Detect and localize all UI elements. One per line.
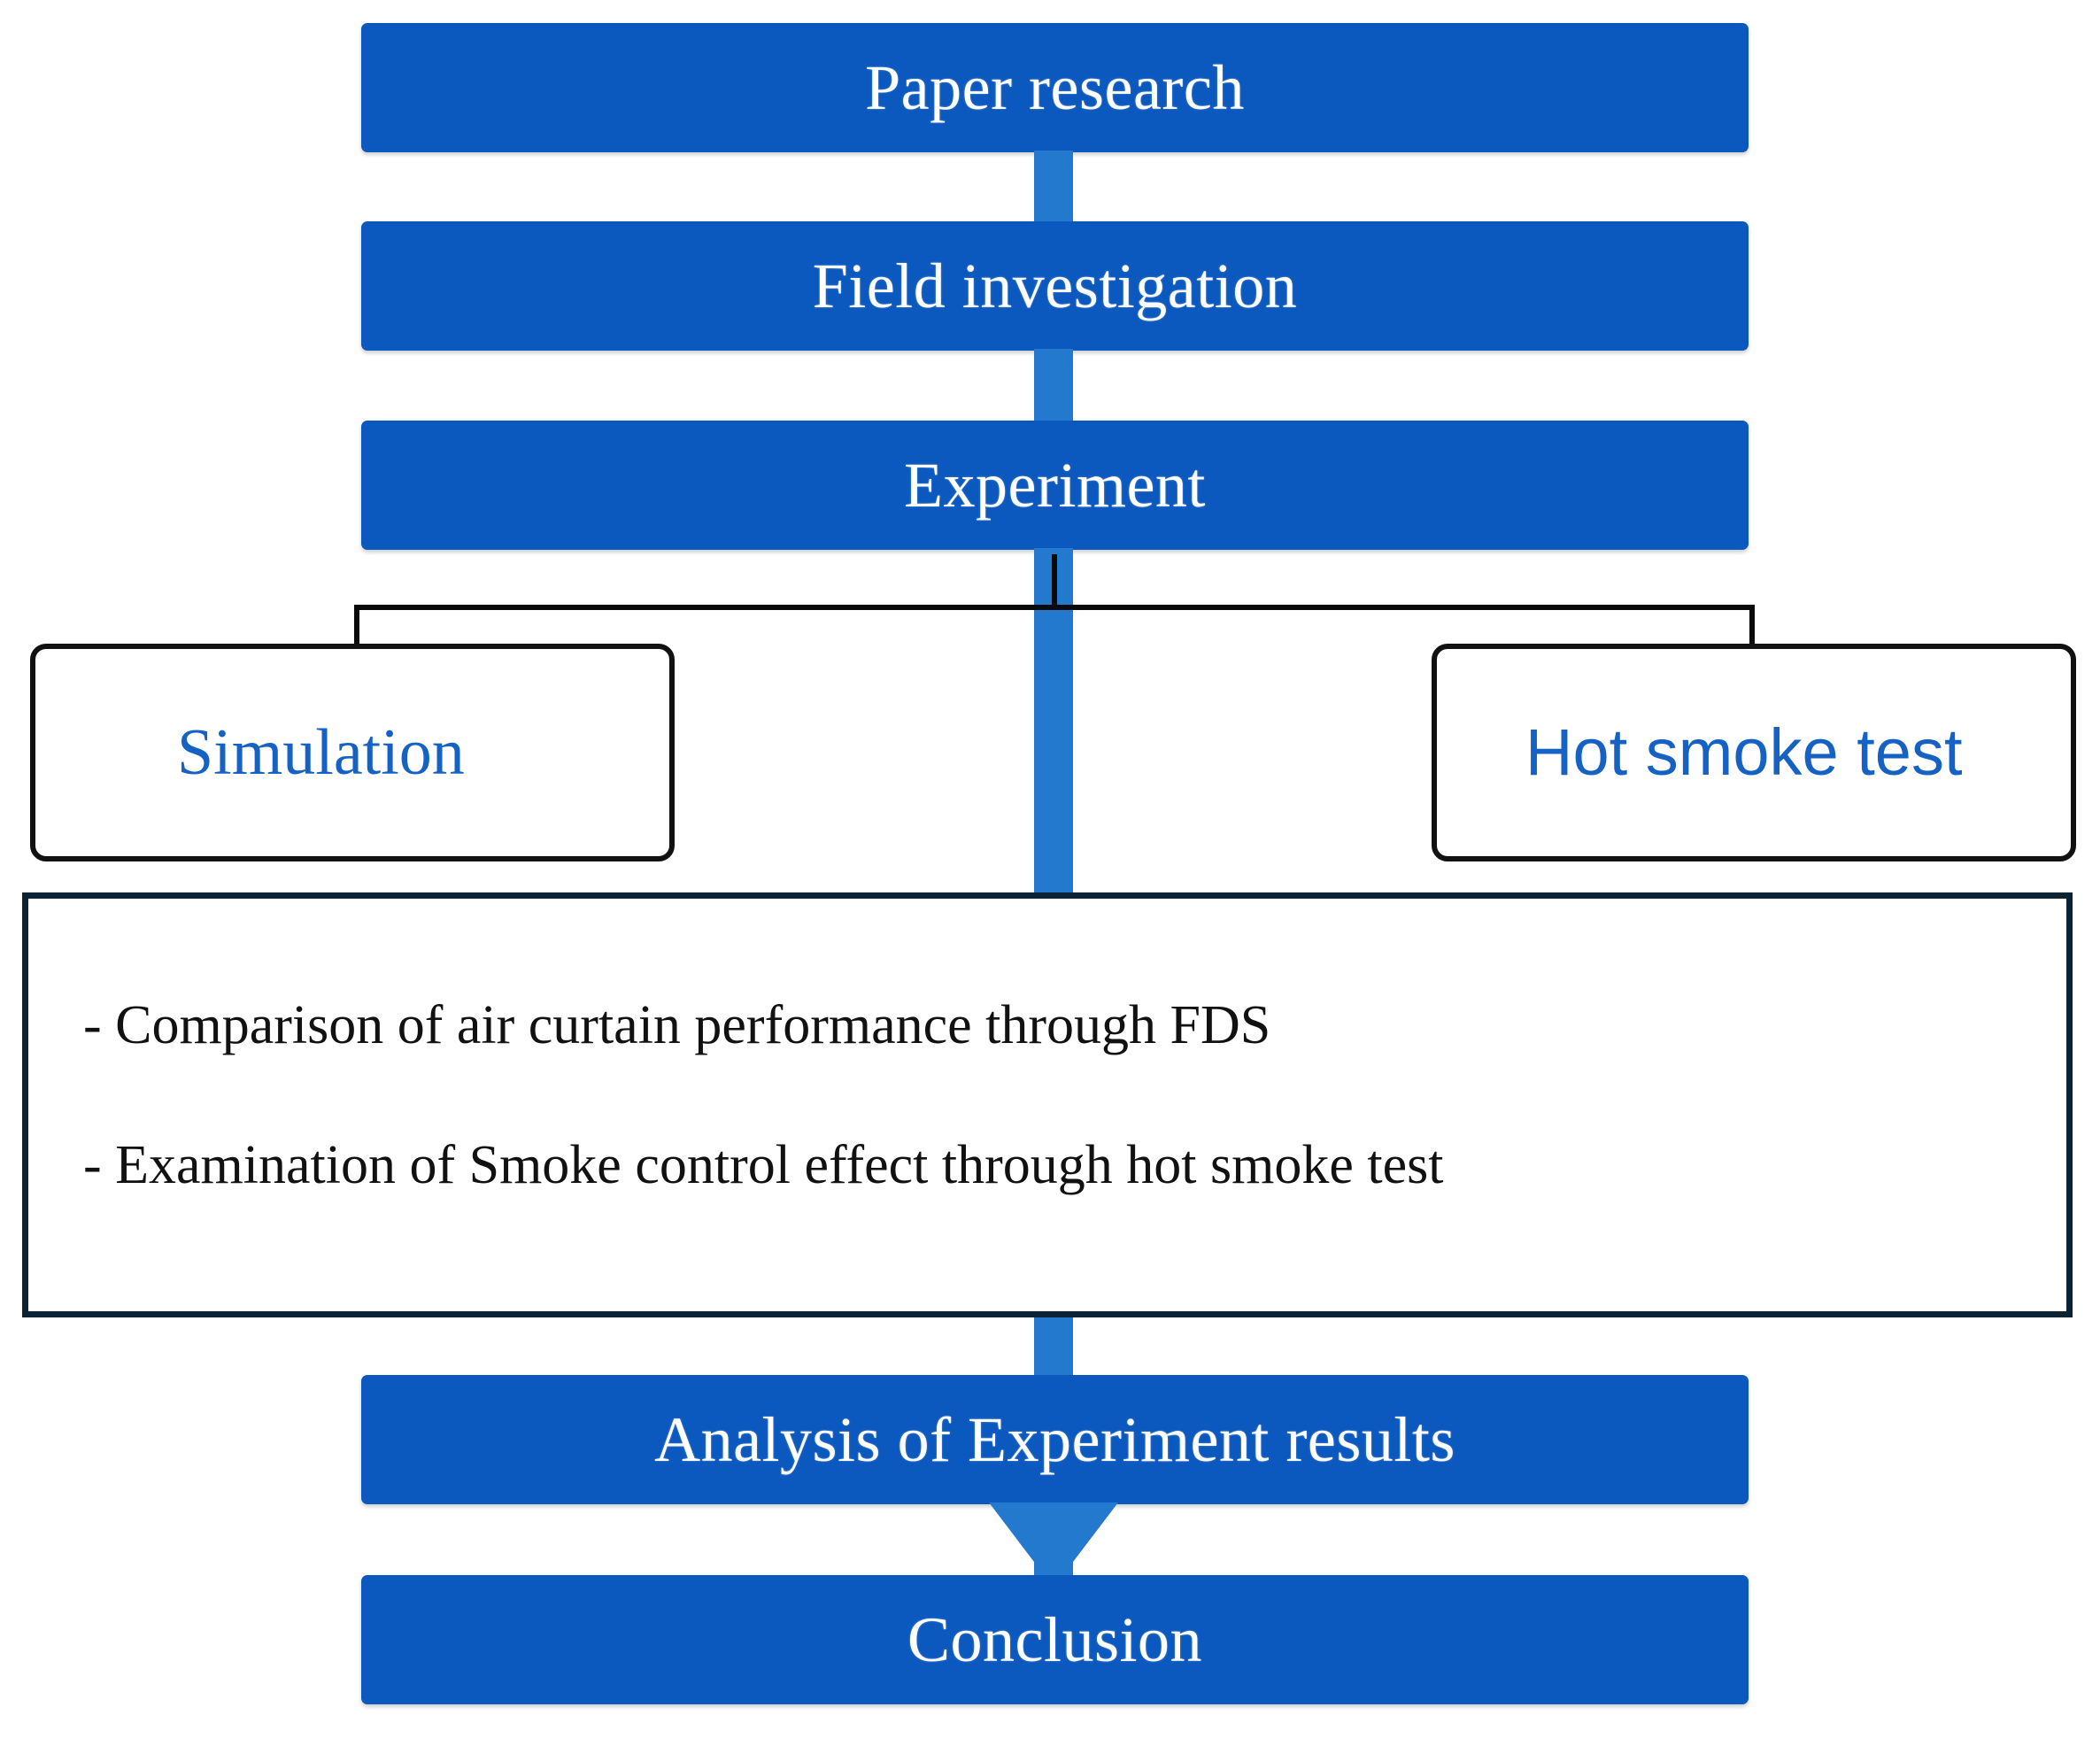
bracket-drop-left [354,605,359,647]
branch-box-hot-smoke-test-label: Hot smoke test [1525,715,1963,789]
branch-box-simulation-label: Simulation [177,716,465,789]
process-box-paper-research-label: Paper research [865,52,1245,123]
process-box-field-investigation[interactable]: Field investigation [361,221,1749,351]
connector-paper-research-to-field-investigation [1034,151,1073,225]
process-box-experiment-label: Experiment [904,450,1206,521]
process-box-analysis-label: Analysis of Experiment results [654,1404,1455,1475]
process-box-field-investigation-label: Field investigation [812,251,1298,321]
findings-bullet-list: - Comparison of air curtain performance … [28,899,2066,1193]
findings-bullet-item: - Comparison of air curtain performance … [83,995,1271,1055]
process-box-experiment[interactable]: Experiment [361,421,1749,550]
arrow-down-icon [989,1502,1118,1587]
branch-box-hot-smoke-test[interactable]: Hot smoke test [1432,644,2076,861]
bracket-stub-center [1052,554,1057,607]
bracket-drop-right [1749,605,1755,647]
process-box-conclusion-label: Conclusion [907,1604,1202,1675]
findings-box[interactable]: - Comparison of air curtain performance … [22,892,2073,1317]
branch-box-simulation[interactable]: Simulation [30,644,675,861]
connector-field-investigation-to-experiment [1034,349,1073,423]
process-box-analysis[interactable]: Analysis of Experiment results [361,1375,1749,1504]
findings-bullet-item: - Examination of Smoke control effect th… [83,1135,1444,1195]
process-box-conclusion[interactable]: Conclusion [361,1575,1749,1704]
process-box-paper-research[interactable]: Paper research [361,23,1749,152]
bracket-horizontal-line [354,605,1755,610]
